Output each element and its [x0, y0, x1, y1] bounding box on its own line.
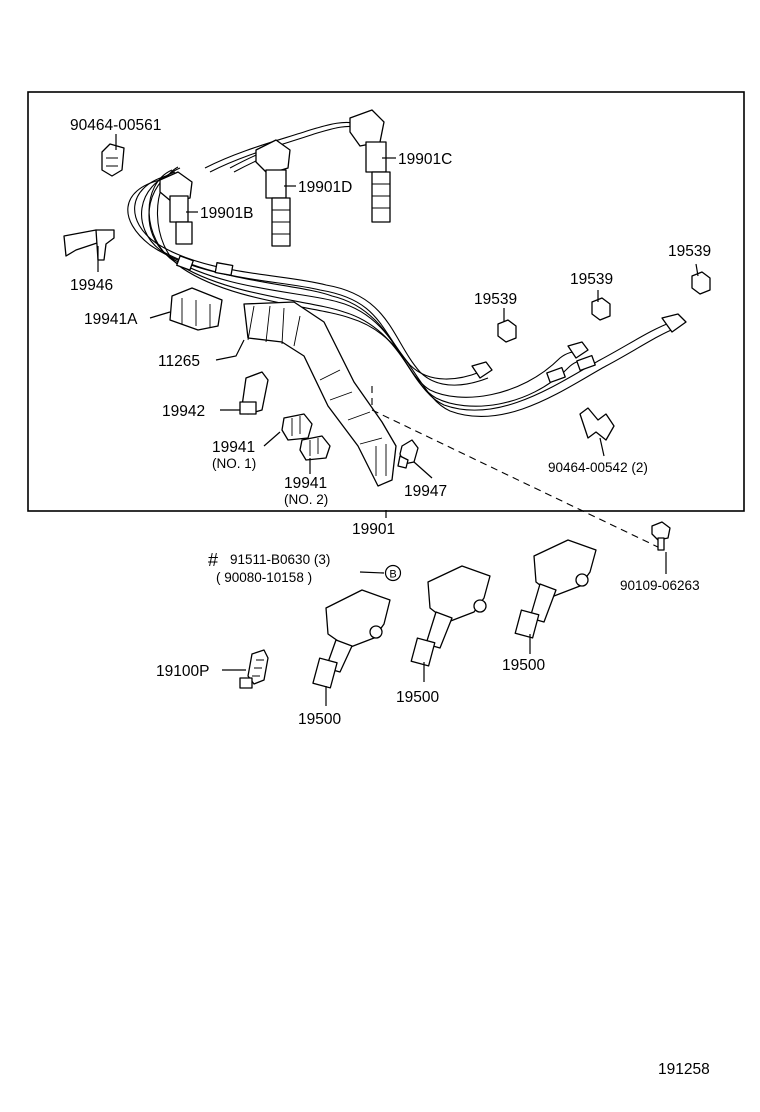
- label-hash-mark: #: [208, 550, 218, 570]
- cord-19901b-plug: [159, 171, 193, 245]
- label-19947: 19947: [404, 483, 447, 500]
- label-90464-00561: 90464-00561: [70, 117, 161, 134]
- screw-marker-letter: B: [389, 569, 396, 581]
- label-19539-b: 19539: [570, 271, 613, 288]
- label-19942: 19942: [162, 403, 205, 420]
- label-90080-10158: ( 90080-10158 ): [216, 570, 312, 585]
- label-assembly-19901: 19901: [352, 521, 395, 538]
- screw-marker: B: [384, 564, 402, 582]
- label-19901c: 19901C: [398, 151, 452, 168]
- holder-19941a: [169, 287, 223, 331]
- label-91511-b0630: 91511-B0630 (3): [230, 552, 330, 567]
- label-19941-no1: 19941: [212, 439, 255, 456]
- cord-19901c-plug: [349, 109, 391, 223]
- cord-19901d-plug: [255, 139, 291, 247]
- bracket-19946: [63, 229, 115, 261]
- clamp-19942: [239, 371, 269, 415]
- label-19100p: 19100P: [156, 663, 209, 680]
- bolt-dashed-leader: [371, 386, 661, 549]
- bolt-90109-06263: [651, 521, 671, 551]
- clamp-90464-00561: [101, 143, 125, 177]
- sensor-19100p: [239, 649, 269, 689]
- holder-19941-no2: [299, 435, 331, 461]
- ignition-coil-19500-2: [410, 565, 491, 667]
- label-19941-no2-sub: (NO. 2): [284, 492, 328, 507]
- label-19539-a: 19539: [474, 291, 517, 308]
- label-19539-c: 19539: [668, 243, 711, 260]
- clamp-19947: [397, 439, 419, 469]
- label-19941-no1-sub: (NO. 1): [212, 456, 256, 471]
- cover-11265: [243, 301, 397, 487]
- diagram-reference-number: 191258: [658, 1061, 710, 1078]
- label-19500-1: 19500: [298, 711, 341, 728]
- leader-lines: [97, 134, 699, 706]
- label-19500-2: 19500: [396, 689, 439, 706]
- label-19941a: 19941A: [84, 311, 138, 328]
- label-90109-06263: 90109-06263: [620, 578, 700, 593]
- label-19941-no2: 19941: [284, 475, 327, 492]
- holder-19941-no1: [281, 413, 313, 441]
- ignition-coil-19500-3: [514, 539, 597, 639]
- ignition-coil-19500-1: [312, 589, 391, 689]
- label-19500-3: 19500: [502, 657, 545, 674]
- clamp-90464-00542: [579, 407, 615, 441]
- label-19901b: 19901B: [200, 205, 253, 222]
- grommet-19539-c: [691, 271, 711, 295]
- label-90464-00542: 90464-00542 (2): [548, 460, 648, 475]
- label-19901d: 19901D: [298, 179, 352, 196]
- grommet-19539-b: [591, 297, 611, 321]
- cord-boots: [176, 255, 687, 384]
- label-19946: 19946: [70, 277, 113, 294]
- label-11265: 11265: [158, 353, 200, 370]
- grommet-19539-a: [497, 319, 517, 343]
